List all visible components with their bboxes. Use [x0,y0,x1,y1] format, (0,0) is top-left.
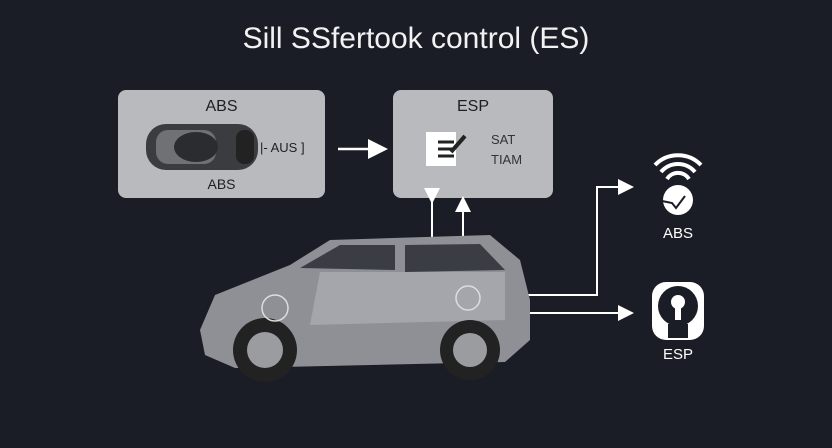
arrow-car-to-abs [528,179,634,296]
car-top-view-icon [146,124,258,170]
suv-car-illustration [200,235,530,382]
abs-tag: |- AUS ] [260,140,305,155]
abs-top-label: ABS [205,98,238,115]
abs-bottom-label: ABS [207,176,236,192]
sensor-icon [652,282,704,340]
wifi-clock-icon [653,153,703,215]
output-esp-label: ESP [662,346,693,363]
sat-label: SAT [491,132,516,147]
abs-box: ABS |- AUS ] ABS [118,90,325,198]
esp-label: ESP [456,98,489,115]
tiam-label: TIAM [491,152,523,167]
esp-box: ESP SAT TIAM [393,90,553,198]
diagram-title: Sill SSfertook control (ES) [242,22,590,55]
document-edit-icon [426,132,467,166]
output-abs-label: ABS [662,225,693,242]
